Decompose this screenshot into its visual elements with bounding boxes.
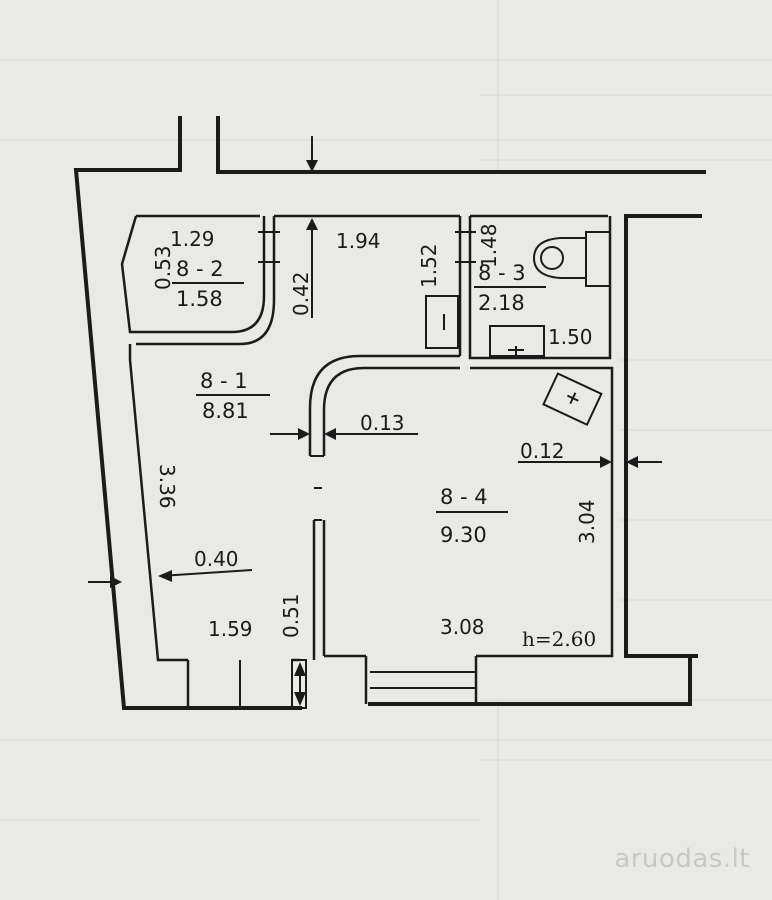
ceiling-height: h=2.60 — [522, 627, 596, 651]
room-8-3-id: 8 - 3 — [478, 261, 526, 285]
room-labels: 8 - 2 1.58 8 - 3 2.18 8 - 1 8.81 8 - 4 9… — [172, 257, 546, 547]
cabinet-icon — [425, 295, 459, 349]
appliance-icon — [542, 372, 603, 426]
room-8-1-area: 8.81 — [202, 399, 249, 423]
sink-icon — [489, 325, 545, 357]
room-8-3-area: 2.18 — [478, 291, 525, 315]
dim-3-04: 3.04 — [575, 499, 599, 544]
interior-walls — [120, 214, 614, 709]
dimension-arrows — [88, 136, 662, 706]
watermark-logo: aruodas.lt — [614, 844, 750, 874]
room-8-2-area: 1.58 — [176, 287, 223, 311]
room-8-4-id: 8 - 4 — [440, 485, 488, 509]
outer-walls — [73, 116, 706, 710]
dim-0-12: 0.12 — [520, 439, 565, 463]
room-8-4-area: 9.30 — [440, 523, 487, 547]
dim-1-29: 1.29 — [170, 227, 215, 251]
room-8-2-id: 8 - 2 — [176, 257, 224, 281]
dim-1-59: 1.59 — [208, 617, 253, 641]
dim-0-53: 0.53 — [151, 245, 175, 290]
dim-1-50: 1.50 — [548, 325, 593, 349]
dim-0-40: 0.40 — [194, 547, 239, 571]
dim-3-08: 3.08 — [440, 615, 485, 639]
toilet-icon — [532, 231, 611, 287]
dim-0-13: 0.13 — [360, 411, 405, 435]
room-8-1-id: 8 - 1 — [200, 369, 248, 393]
fixtures — [425, 231, 611, 426]
dim-0-42: 0.42 — [289, 271, 313, 316]
dim-1-94: 1.94 — [336, 229, 381, 253]
dim-3-36: 3.36 — [155, 464, 179, 509]
dim-0-51: 0.51 — [279, 593, 303, 638]
dim-1-48: 1.48 — [477, 223, 501, 268]
dimension-labels: 1.29 0.53 0.42 1.94 1.52 1.48 1.50 0.13 … — [151, 223, 599, 651]
dim-1-52: 1.52 — [417, 243, 441, 288]
